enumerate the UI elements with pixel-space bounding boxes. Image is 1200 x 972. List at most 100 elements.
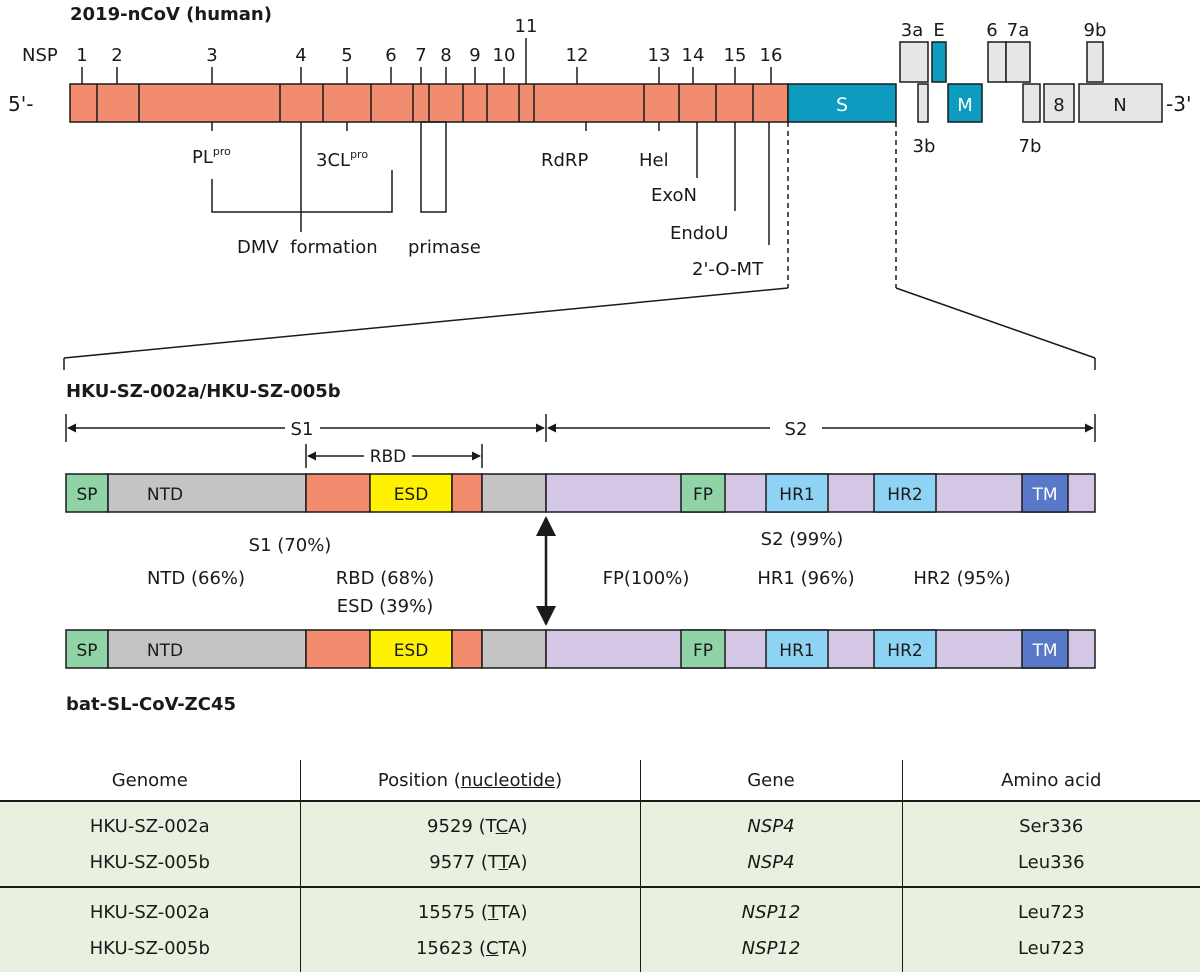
hr1-domain xyxy=(765,629,829,669)
spike-labels-bottom: SP NTD ESD FP HR1 HR2 TM xyxy=(76,641,1057,661)
hr1-domain xyxy=(765,473,829,513)
table-row: HKU-SZ-002a 9529 (TCA) NSP4 Ser336 xyxy=(0,801,1200,844)
fp-label: FP xyxy=(693,641,713,661)
rdrp-label: RdRP xyxy=(541,150,588,171)
orf7b-box xyxy=(1022,83,1041,123)
nsp-numbers: 1 2 3 4 5 6 7 8 9 10 11 12 13 14 15 16 xyxy=(76,16,782,66)
nsp-number: 2 xyxy=(111,45,122,66)
genome-cell: HKU-SZ-005b xyxy=(0,844,300,888)
nsp-number: 11 xyxy=(515,16,538,37)
s1-tail-domain xyxy=(481,629,547,669)
genome-cell: HKU-SZ-002a xyxy=(0,801,300,844)
position-cell: 9529 (TCA) xyxy=(299,801,640,844)
tm-domain xyxy=(1021,629,1069,669)
table-header-row: Genome Position (nucleotide) Gene Amino … xyxy=(0,760,1200,802)
spike-labels-top: SP NTD ESD FP HR1 HR2 TM xyxy=(76,485,1057,505)
endou-label: EndoU xyxy=(670,223,728,244)
fp-domain xyxy=(680,629,726,669)
accessory-labels: 3a E 6 7a 9b M 8 N 3b 7b xyxy=(901,20,1127,157)
nsp-number: 10 xyxy=(493,45,516,66)
hr2-domain xyxy=(873,473,937,513)
zoom-lines xyxy=(63,122,1096,370)
hr2-label: HR2 xyxy=(887,485,922,505)
mt-label: 2'-O-MT xyxy=(692,259,764,280)
nsp-number: 12 xyxy=(566,45,589,66)
nsp-boundaries xyxy=(96,84,754,122)
function-lines xyxy=(211,121,770,245)
esd-domain xyxy=(369,473,453,513)
esd-domain xyxy=(369,629,453,669)
exon-label: ExoN xyxy=(651,185,697,206)
hr2-identity: HR2 (95%) xyxy=(913,568,1010,589)
n-gene-box xyxy=(1078,83,1163,123)
orf3b-box xyxy=(917,83,929,123)
esd-label: ESD xyxy=(394,485,429,505)
identity-labels: S1 (70%) NTD (66%) RBD (68%) ESD (39%) S… xyxy=(147,529,1011,617)
orf7b-label: 7b xyxy=(1019,136,1042,157)
rbd-domain-right xyxy=(451,473,483,513)
e-gene-box xyxy=(931,41,947,83)
genome-title: 2019-nCoV (human) xyxy=(70,4,272,25)
five-prime-label: 5'- xyxy=(8,92,33,116)
spike-bar-bottom xyxy=(65,629,1096,669)
sp-domain xyxy=(65,473,109,513)
table-row: HKU-SZ-002a 15575 (TTA) NSP12 Leu723 xyxy=(0,887,1200,930)
gene-cell: NSP4 xyxy=(639,844,902,888)
s-gene-label: S xyxy=(836,94,848,116)
table-row: HKU-SZ-005b 15623 (CTA) NSP12 Leu723 xyxy=(0,930,1200,972)
primase-label: primase xyxy=(408,237,481,258)
n-gene-label: N xyxy=(1113,95,1126,116)
accessory-genes xyxy=(899,41,1163,123)
s-gene-bar xyxy=(787,83,897,123)
position-cell: 15575 (TTA) xyxy=(299,887,640,930)
rbd-label: RBD xyxy=(370,447,407,467)
genome-diagram: 2019-nCoV (human) NSP 5'- -3' 1 2 3 4 5 … xyxy=(8,4,1191,715)
orf9b-label: 9b xyxy=(1084,20,1107,41)
esd-label: ESD xyxy=(394,641,429,661)
orf3b-label: 3b xyxy=(913,136,936,157)
position-cell: 9577 (TTA) xyxy=(299,844,640,888)
amino-acid-cell: Leu723 xyxy=(901,887,1200,930)
gene-cell: NSP4 xyxy=(639,801,902,844)
hr1-identity: HR1 (96%) xyxy=(757,568,854,589)
s2-label: S2 xyxy=(785,419,808,440)
rbd-domain-right xyxy=(451,629,483,669)
s1-tail-domain xyxy=(481,473,547,513)
gene-cell: NSP12 xyxy=(639,887,902,930)
ntd-identity: NTD (66%) xyxy=(147,568,245,589)
nsp-ticks xyxy=(81,38,772,84)
spike-bar-top xyxy=(65,473,1096,513)
nsp-number: 1 xyxy=(76,45,87,66)
gene-cell: NSP12 xyxy=(639,930,902,972)
nsp-prefix: NSP xyxy=(22,45,58,66)
orf8-box xyxy=(1043,83,1075,123)
m-gene-label: M xyxy=(957,95,973,116)
genome-cell: HKU-SZ-002a xyxy=(0,887,300,930)
sp-domain xyxy=(65,629,109,669)
m-gene-box xyxy=(947,83,983,123)
nsp-number: 8 xyxy=(440,45,451,66)
nsp-number: 16 xyxy=(760,45,783,66)
amino-acid-cell: Ser336 xyxy=(901,801,1200,844)
strain-bottom-label: bat-SL-CoV-ZC45 xyxy=(66,694,236,715)
fp-label: FP xyxy=(693,485,713,505)
tm-label: TM xyxy=(1031,641,1057,661)
hr2-domain xyxy=(873,629,937,669)
tm-domain xyxy=(1021,473,1069,513)
function-labels: PLpro 3CLpro RdRP Hel ExoN EndoU 2'-O-MT… xyxy=(192,145,764,280)
s1-label: S1 xyxy=(291,419,314,440)
orf3a-label: 3a xyxy=(901,20,923,41)
nsp-number: 14 xyxy=(682,45,705,66)
nsp-number: 6 xyxy=(385,45,396,66)
orf7a-label: 7a xyxy=(1007,20,1029,41)
genome-cell: HKU-SZ-005b xyxy=(0,930,300,972)
hr1-label: HR1 xyxy=(779,641,814,661)
gene-header: Gene xyxy=(639,760,902,802)
nsp-number: 15 xyxy=(724,45,747,66)
hr2-label: HR2 xyxy=(887,641,922,661)
ntd-label: NTD xyxy=(147,485,183,505)
nsp-number: 13 xyxy=(648,45,671,66)
sp-label: SP xyxy=(76,485,97,505)
nsp-number: 3 xyxy=(206,45,217,66)
plpro-label: PLpro xyxy=(192,145,231,168)
